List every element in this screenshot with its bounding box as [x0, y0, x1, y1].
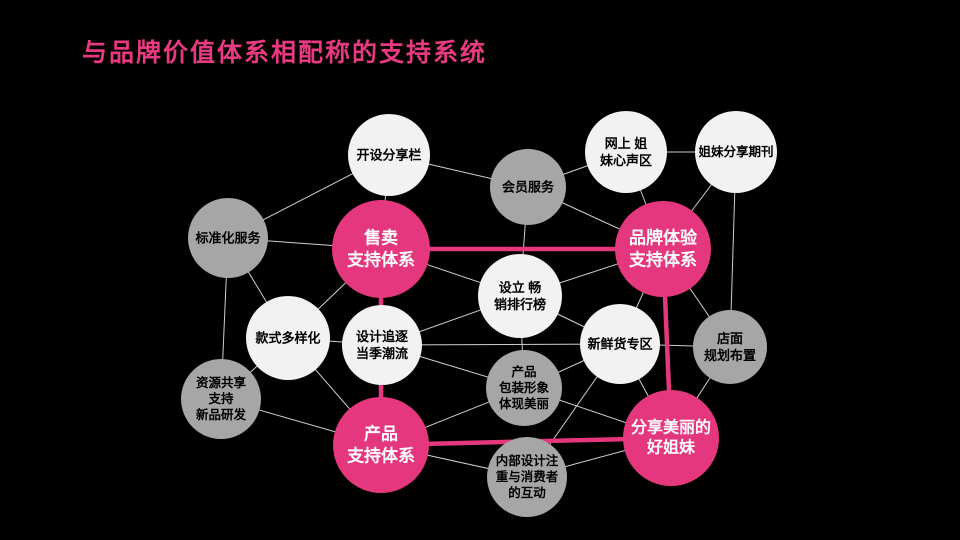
node-circle-neibu: [487, 437, 567, 517]
node-circle-kuanshi: [246, 296, 330, 380]
node-circle-huiyuan: [490, 149, 566, 225]
node-circle-pinpai: [615, 201, 711, 297]
node-circle-chanpin: [333, 397, 429, 493]
node-circle-baozhuang: [486, 350, 562, 426]
node-label-chanpin: 产品支持体系: [347, 424, 415, 466]
node-label-sheli: 设立 畅销排行榜: [494, 280, 546, 312]
node-label-fenxiang: 分享美丽的好姐妹: [631, 417, 711, 456]
node-circle-wangshang: [585, 111, 667, 193]
page-title: 与品牌价值体系相配称的支持系统: [82, 39, 488, 67]
node-label-pinpai: 品牌体验支持体系: [629, 228, 698, 270]
node-label-baozhuang: 产品包装形象体现美丽: [498, 364, 550, 411]
node-label-wangshang: 网上 姐妹心声区: [599, 136, 652, 168]
node-circle-sheji: [342, 305, 422, 385]
node-label-neibu: 内部设计注重与消费者的互动: [496, 453, 559, 500]
node-circle-kaishe: [348, 114, 430, 196]
node-label-xinxian: 新鲜货专区: [587, 337, 652, 352]
node-label-shoumai: 售卖支持体系: [347, 228, 415, 270]
node-circle-sheli: [478, 254, 562, 338]
node-circle-biaozhun: [188, 198, 268, 278]
node-circle-shoumai: [332, 200, 430, 298]
node-circle-qikan: [695, 111, 777, 193]
node-label-kuanshi: 款式多样化: [255, 331, 320, 346]
node-label-ziyuan: 资源共享支持新品研发: [196, 375, 247, 422]
node-label-biaozhun: 标准化服务: [194, 231, 261, 246]
node-label-kaishe: 开设分享栏: [356, 148, 421, 163]
node-circle-fenxiang: [623, 390, 719, 486]
node-circle-xinxian: [580, 304, 660, 384]
node-label-huiyuan: 会员服务: [502, 180, 555, 195]
node-label-qikan: 姐妹分享期刊: [698, 144, 773, 159]
node-label-sheji: 设计追逐当季潮流: [356, 329, 408, 361]
node-circle-ziyuan: [181, 359, 261, 439]
node-circle-dianmian: [693, 310, 767, 384]
node-label-dianmian: 店面规划布置: [704, 331, 756, 363]
